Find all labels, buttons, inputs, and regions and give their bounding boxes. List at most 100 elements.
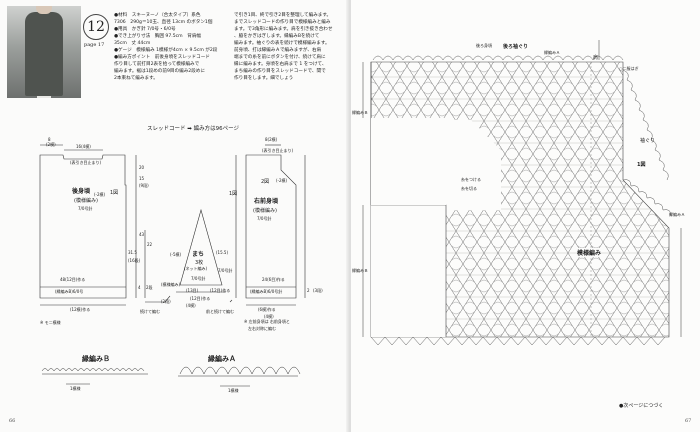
- dim-label: 8: [48, 137, 51, 142]
- legend-attach: 糸をつける: [461, 177, 481, 182]
- mirror-note: ※ 左前身頃は 右前身頃と: [244, 319, 290, 324]
- dim-label: 31.5: [128, 250, 137, 255]
- vest-shape: [25, 12, 63, 96]
- spec-line: ●用具 かぎ針 7/0号・6/0号: [114, 27, 176, 32]
- back-body-label: 後身頃: [72, 188, 91, 195]
- back-width: (12模)作る: [70, 307, 91, 312]
- top-border-scallops: [372, 55, 624, 61]
- border-a-side-label: 縁編みＡ: [669, 212, 685, 217]
- page-number-right: 67: [685, 418, 692, 424]
- dim-label: (3段): [313, 288, 323, 293]
- armhole-gap: [371, 118, 446, 205]
- gusset-hook: 7/0号針: [191, 276, 206, 281]
- spec-left-column: ●材料 スキーヌーノ（合太タイプ）系色 7306 290g＝10玉、直径 13c…: [114, 12, 230, 82]
- chin-shape: [36, 6, 52, 14]
- spec-line: 縁に編みます。身頃を右肩まで 1 をつけて、: [234, 62, 327, 67]
- spec-line: 7306 290g＝10玉、直径 13cm のボタン1個: [114, 20, 213, 25]
- spec-line: ●ゲージ 模様編み 1模様が4cm × 9.5cm が2段: [114, 48, 218, 53]
- spec-line: で引き1目、終で引き2目を整理して編みます。: [234, 13, 332, 18]
- dim-label: 1図: [110, 190, 119, 196]
- dim-label: (表引き目止まり): [70, 160, 102, 165]
- back-side-label: 後ろ身頃: [476, 43, 492, 48]
- front-pattern-label: (模様編み): [253, 208, 277, 214]
- spec-line: 編みます。袖ぐりの表を続けで模様編みます。: [234, 41, 330, 46]
- dim-label: 前と続けて編む: [206, 309, 234, 314]
- border-a-repeat-label: 1模様: [228, 388, 239, 393]
- mirror-note-2: 左右対称に編む: [248, 326, 276, 331]
- dim-label: (16段): [128, 258, 141, 263]
- border-a-shells: [179, 366, 301, 375]
- book-gutter: [346, 0, 354, 432]
- armhole-label: 袖ぐり: [640, 138, 656, 144]
- dim-label: 7/0号針: [218, 268, 233, 273]
- armhole-border-scallops: [622, 69, 672, 217]
- front-body-outline: [245, 154, 297, 299]
- border-b-label: (縁編みB)6/0号: [55, 289, 84, 294]
- body-pattern-label: 模様編み: [577, 248, 602, 257]
- dim-label: (-5模): [170, 252, 182, 257]
- dim-label: (表引き目止まり): [262, 148, 294, 153]
- spec-line: ます。で3角形に編みます。肩を引き抜き合わせ: [234, 27, 333, 32]
- gusset-label: まち: [192, 251, 205, 258]
- back-body-outline: [39, 154, 127, 299]
- spec-line: まち編みの作り目をスレッドコードで、間で: [234, 69, 326, 74]
- dim-label: (-2模): [94, 192, 106, 197]
- spec-line: ●編み方ポイント 前後身頃をスレッドコード: [114, 55, 210, 60]
- bottom-border-zigzag: [370, 336, 666, 346]
- dim-label: 8(2模): [265, 137, 278, 142]
- dim-label: 20: [139, 165, 145, 170]
- dim-label: (-2模): [276, 178, 288, 183]
- border-b-title: 縁編みＢ: [82, 355, 110, 363]
- spec-right-column: で引き1目、終で引き2目を整理して編みます。 までスレッドコードの作り目で模様編…: [234, 12, 340, 82]
- border-a-title: 縁編みＡ: [208, 355, 236, 363]
- spec-line: 、脇をかぎはぎします。縁編みBを続けて: [234, 34, 320, 39]
- left-page: 12 page 17 ●材料 スキーヌーノ（合太タイプ）系色 7306 290g…: [0, 0, 349, 432]
- dim-label: (9段): [139, 183, 149, 188]
- spec-line: 端までの糸を前にボタンを付け、続けて肩に: [234, 55, 326, 60]
- armhole-top-label: 後ろ袖ぐり: [503, 44, 529, 50]
- gusset-pattern: (模様編み): [161, 282, 181, 287]
- dim-label: (2段): [161, 299, 171, 304]
- back-cast-on: 48(12目)作る: [60, 277, 86, 282]
- schematic-diagram: [39, 144, 306, 387]
- figure-label: 1図: [637, 162, 646, 168]
- crochet-chart: [362, 40, 682, 346]
- dim-label: (15.5): [216, 250, 229, 255]
- continued-note: ●次ページにつづく: [619, 403, 664, 409]
- back-pattern-label: (模様編み): [74, 198, 98, 204]
- right-page: 後ろ身頃 後ろ袖ぐり 縁編みＡ 肩 ○＝服はぎ 袖ぐり 1図 糸をつける 糸を切…: [351, 0, 700, 432]
- gusset-count: 3枚: [195, 260, 204, 266]
- dim-label: 15: [139, 176, 145, 181]
- dim-label: (ネット編み): [184, 266, 208, 271]
- border-b-label-front: (縁編みB)6/0号針: [250, 289, 283, 294]
- dim-label: 4: [138, 285, 141, 290]
- dim-label: 1図: [229, 191, 238, 197]
- dim-label: 2図: [261, 179, 270, 185]
- leader-line: [145, 295, 171, 303]
- spec-line: ●でき上がり寸法 胸囲 97.5cm 背肩幅: [114, 34, 202, 39]
- border-b-side-label: 縁編みＢ: [352, 110, 368, 115]
- dim-label: (4模): [264, 314, 274, 319]
- item-number: 12: [83, 14, 109, 40]
- front-body-label: 右前身頃: [254, 198, 279, 205]
- border-b-repeat-label: 1模様: [70, 386, 81, 391]
- border-b-side-label-2: 縁編みＢ: [352, 268, 368, 273]
- dim-label: (2模): [46, 142, 56, 147]
- spec-line: 35cm 丈 44cm: [114, 41, 151, 46]
- front-hook-label: 7/0号針: [257, 216, 272, 221]
- dim-label: 続けて編む: [140, 309, 160, 314]
- dim-label: 22: [147, 242, 153, 247]
- pattern-note: ※ モ＝模様: [40, 320, 61, 325]
- dim-label: 43: [139, 232, 145, 237]
- spec-line: 2本束ねて編みます。: [114, 76, 158, 81]
- spec-line: までスレッドコードの作り目で模様編みと編み: [234, 20, 331, 25]
- page-reference: page 17: [84, 42, 105, 48]
- front-cast-on: 24(6目)作る: [262, 277, 285, 282]
- dim-label: (12目)作る: [210, 288, 231, 293]
- legend-cut: 糸を切る: [461, 186, 477, 191]
- spec-line: 編みます。裾は1段めの前9目の編み2段めに: [114, 69, 205, 74]
- gusset-cast-note: (12目)作る: [190, 296, 211, 301]
- spec-line: 作り目をします。細でしょう: [234, 76, 294, 81]
- dim-label: 2: [307, 288, 310, 293]
- border-a-top-label: 縁編みＡ: [544, 50, 560, 55]
